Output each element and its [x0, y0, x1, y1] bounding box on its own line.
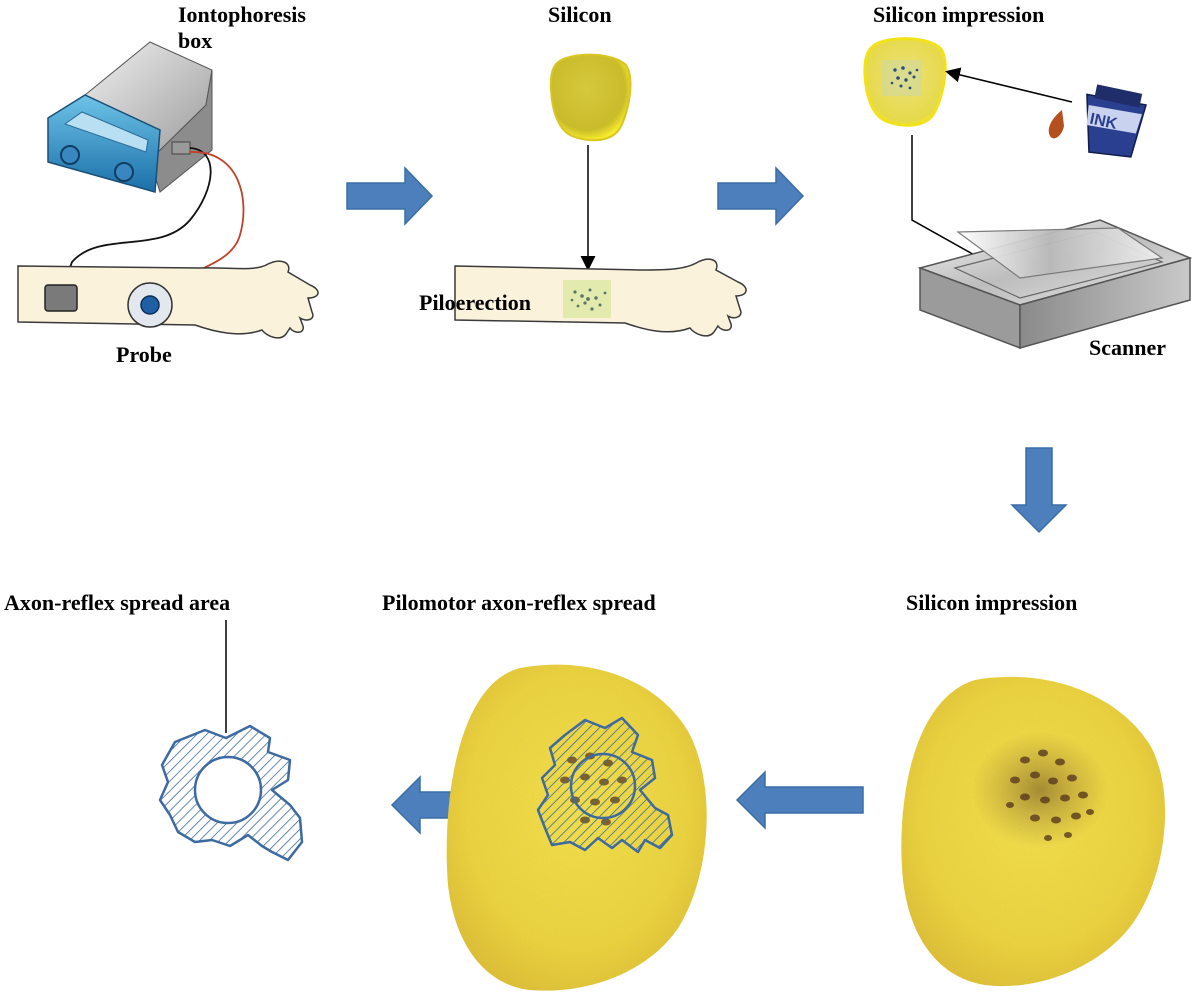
ink-text-holder: INK	[1088, 111, 1119, 133]
piloerection-patch	[563, 280, 611, 318]
ink-arrow	[945, 67, 1073, 103]
ground-cable	[61, 147, 212, 291]
arrow-step1-to-step2	[346, 166, 434, 226]
iontophoresis-device	[47, 41, 213, 193]
ink-label: INK	[1088, 111, 1119, 133]
scanner	[917, 219, 1193, 350]
arrow-step4-to-step5	[735, 770, 864, 830]
arrow-step2-to-step3	[717, 166, 805, 226]
probe-electrode	[127, 282, 173, 328]
ink-bottle	[1086, 84, 1147, 158]
ink-drop	[1048, 110, 1064, 139]
scanner-label: Scanner	[1089, 335, 1166, 360]
silicon-impression-label-top: Silicon impression	[873, 2, 1045, 27]
ground-electrode	[44, 284, 78, 312]
iontophoresis-box-label: Iontophoresis box	[178, 2, 306, 53]
silicon-impression-large	[901, 676, 1166, 987]
piloerection-label: Piloerection	[419, 290, 531, 315]
silicon-label: Silicon	[548, 2, 612, 27]
axon-reflex-area-shape	[158, 724, 304, 862]
silicon-pad	[549, 53, 632, 142]
arrow-step3-to-step4	[1010, 447, 1068, 534]
silicon-impression-label-bottom: Silicon impression	[906, 590, 1078, 615]
axon-reflex-area-label: Axon-reflex spread area	[4, 590, 231, 615]
pilomotor-spread-impression	[446, 664, 707, 991]
pilomotor-spread-label: Pilomotor axon-reflex spread	[382, 590, 656, 615]
probe-label: Probe	[116, 342, 172, 367]
impression-ink-marks	[882, 60, 922, 96]
